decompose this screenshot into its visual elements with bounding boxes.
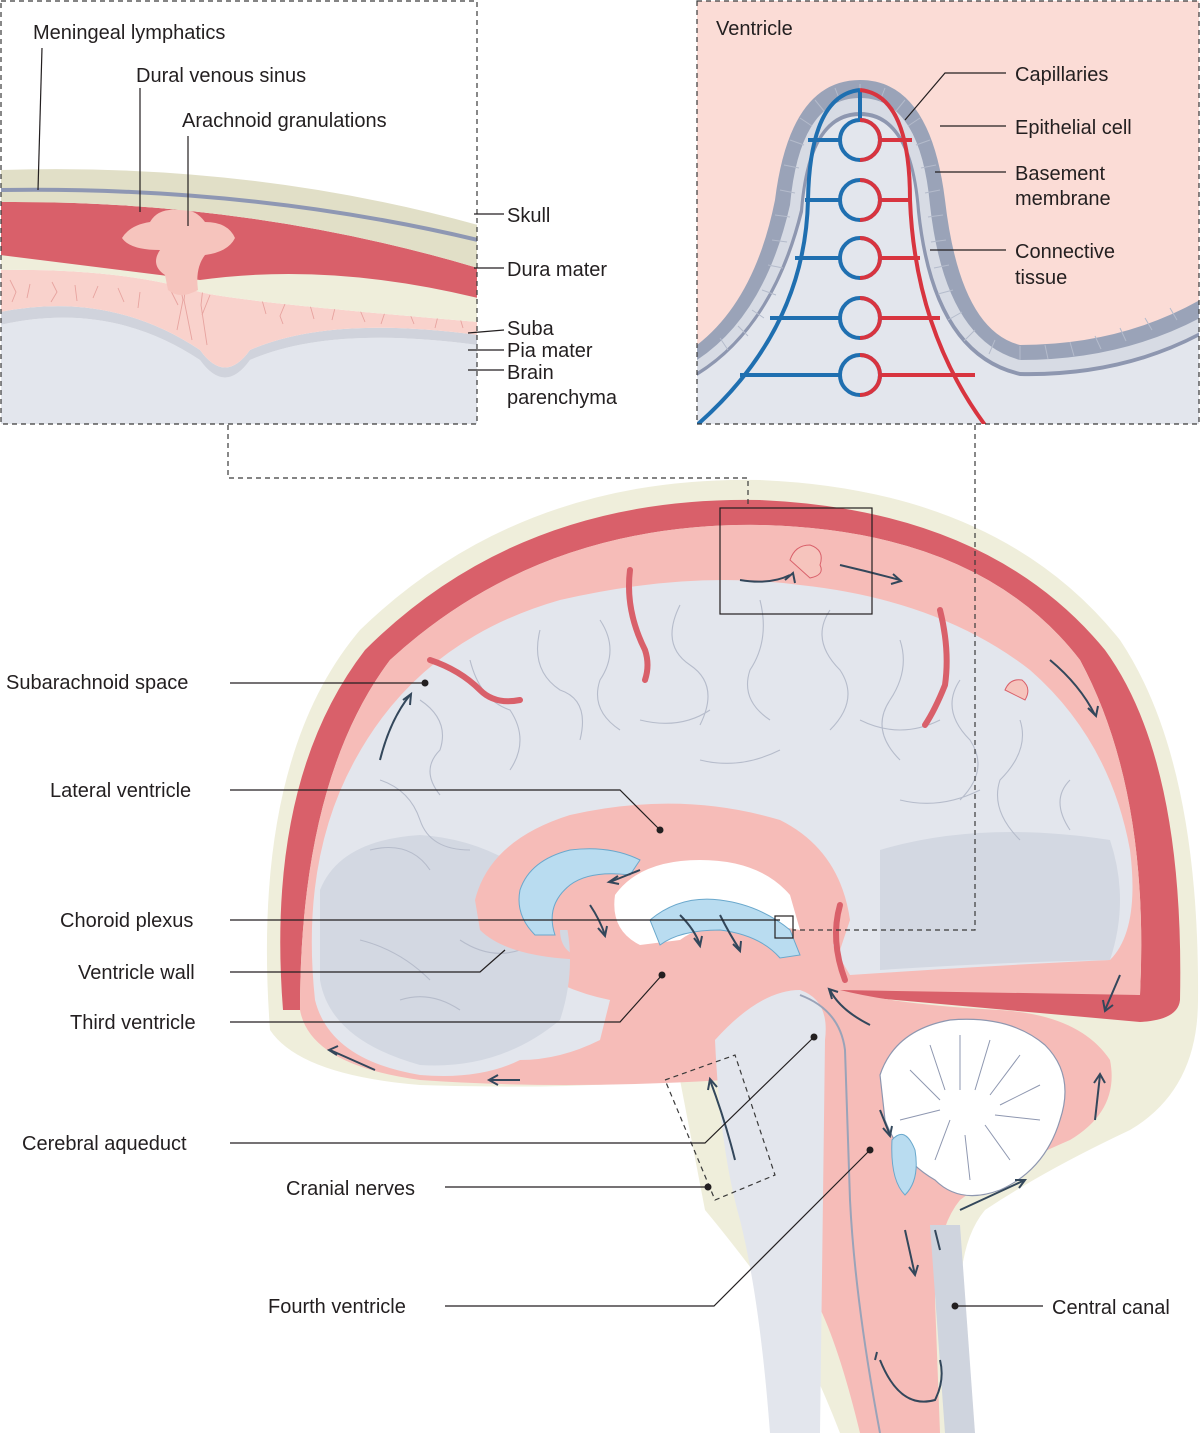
label-fourth-ventricle: Fourth ventricle xyxy=(268,1296,406,1318)
meningeal-lymphatic-vessel xyxy=(1,187,477,242)
granulation-posterior xyxy=(1004,679,1029,701)
bridging-veins xyxy=(427,567,950,983)
label-capillaries: Capillaries xyxy=(1015,64,1108,86)
label-subarachnoid-space: Subarachnoid space xyxy=(6,672,188,694)
label-arachnoid-granulations: Arachnoid granulations xyxy=(182,110,387,132)
cerebellar-folia xyxy=(899,1035,1041,1181)
arachnoid-granulation-shape xyxy=(122,209,235,295)
label-cerebral-aqueduct: Cerebral aqueduct xyxy=(22,1133,187,1155)
arterial-capillary xyxy=(859,88,987,424)
granulation-top xyxy=(789,544,822,579)
connective-tissue xyxy=(697,116,1199,424)
choroid-plexus-fourth xyxy=(891,1133,917,1196)
dural-venous-sinus-layer xyxy=(1,201,477,298)
cortical-sulci xyxy=(359,599,1071,1011)
occipital-shading xyxy=(880,832,1120,970)
arachnoid-trabeculae xyxy=(9,249,464,346)
choroid-plexus-lateral xyxy=(518,848,641,936)
aqueduct-path xyxy=(799,994,881,1433)
label-ventricle-wall: Ventricle wall xyxy=(78,962,195,984)
subarachnoid-layer xyxy=(1,269,477,368)
cerebellum xyxy=(879,1018,1066,1197)
label-ventricle: Ventricle xyxy=(716,18,793,40)
choroid-inset-frame xyxy=(696,0,1200,425)
label-skull: Skull xyxy=(507,205,550,227)
label-meningeal-lymphatics: Meningeal lymphatics xyxy=(33,22,225,44)
label-dural-venous-sinus: Dural venous sinus xyxy=(136,65,306,87)
label-connective: Connective xyxy=(1015,241,1115,263)
brainstem xyxy=(715,990,826,1433)
label-membrane: membrane xyxy=(1015,188,1111,210)
pia-mater-layer xyxy=(1,306,477,378)
label-lateral-ventricle: Lateral ventricle xyxy=(50,780,191,802)
venous-capillary xyxy=(697,88,861,424)
brain-parenchyma-layer xyxy=(1,317,477,424)
label-choroid-plexus: Choroid plexus xyxy=(60,910,193,932)
connector-right-inset xyxy=(793,425,976,931)
label-pia-mater: Pia mater xyxy=(507,340,593,362)
label-cranial-nerves: Cranial nerves xyxy=(286,1178,415,1200)
zoom-box-choroid xyxy=(774,915,794,939)
choroid-plexus-third xyxy=(649,898,801,959)
meninges-inset-frame xyxy=(0,0,478,425)
label-third-ventricle: Third ventricle xyxy=(70,1012,196,1034)
meninges-inset: Meningeal lymphatics Dural venous sinus … xyxy=(0,0,618,425)
label-brain: Brain xyxy=(507,362,554,384)
label-parenchyma: parenchyma xyxy=(507,387,618,409)
main-leader-lines xyxy=(230,679,1043,1310)
label-dura-mater: Dura mater xyxy=(507,259,607,281)
label-central-canal: Central canal xyxy=(1052,1297,1170,1319)
label-epithelial-cell: Epithelial cell xyxy=(1015,117,1132,139)
csf-flow-arrows xyxy=(326,564,1121,1403)
zoom-box-granulation xyxy=(719,507,873,615)
choroid-plexus-inset: Ventricle Capillaries Epithelial cell Ba… xyxy=(696,0,1200,425)
brain-sagittal-view: Subarachnoid space Lateral ventricle Cho… xyxy=(6,425,1199,1433)
epithelial-cell-borders xyxy=(719,84,1178,360)
connector-left-inset xyxy=(227,425,749,508)
label-basement: Basement xyxy=(1015,163,1105,185)
capillary-loops xyxy=(740,118,975,397)
label-tissue: tissue xyxy=(1015,267,1067,289)
label-suba: Suba xyxy=(507,318,555,340)
cranial-nerves-dashed-box xyxy=(664,1054,776,1201)
skull-layer xyxy=(1,169,477,268)
